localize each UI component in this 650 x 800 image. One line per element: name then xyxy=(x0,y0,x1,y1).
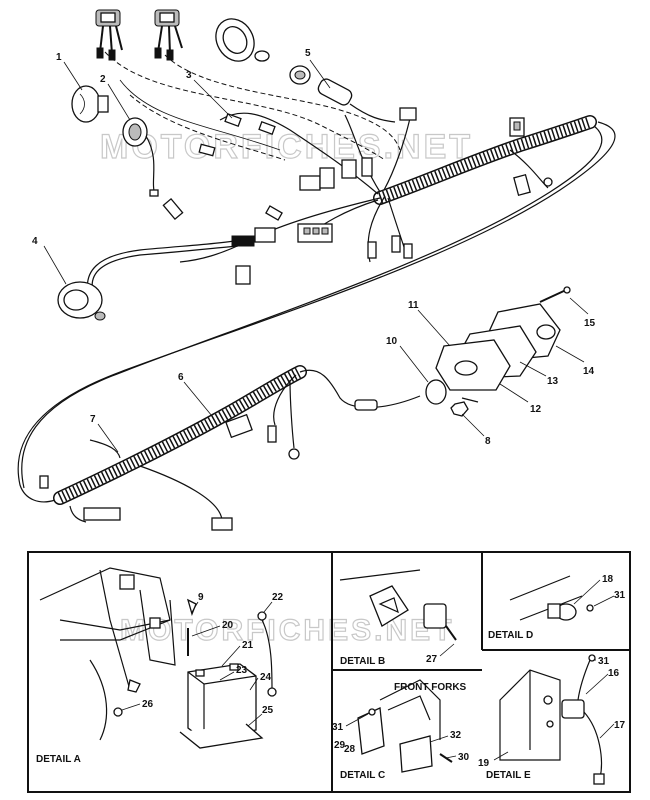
callout-2: 2 xyxy=(100,74,106,85)
detail-e-drawing xyxy=(499,654,605,785)
wire-branch-left xyxy=(179,197,381,263)
detail-c-drawing xyxy=(357,679,453,773)
dashed-wire-b xyxy=(164,54,401,151)
detail-a-drawing xyxy=(39,567,277,749)
callout-17: 17 xyxy=(614,720,626,731)
bulb xyxy=(71,85,109,123)
detail-b-title: DETAIL B xyxy=(340,656,385,667)
callout-19: 19 xyxy=(478,758,490,769)
callout-23: 23 xyxy=(236,665,248,676)
callout-22: 22 xyxy=(272,592,284,603)
callout-30: 30 xyxy=(458,752,470,763)
callout-31: 31 xyxy=(332,722,344,733)
callout-6: 6 xyxy=(178,372,184,383)
callout-25: 25 xyxy=(262,705,274,716)
callout-20: 20 xyxy=(222,620,234,631)
harness-connectors xyxy=(162,107,417,285)
callout-12: 12 xyxy=(530,404,542,415)
switch-connector-right xyxy=(154,9,183,61)
callout-32: 32 xyxy=(450,730,462,741)
callout-26: 26 xyxy=(142,699,154,710)
watermark-top: MOTORFICHES.NET xyxy=(100,128,473,166)
callout-3: 3 xyxy=(186,70,192,81)
callout-8: 8 xyxy=(485,436,491,447)
callout-27: 27 xyxy=(426,654,438,665)
callout-11: 11 xyxy=(408,300,419,311)
detail-b-drawing xyxy=(339,569,457,641)
upper-callouts: 1 2 3 4 5 6 7 8 10 11 12 13 14 15 xyxy=(32,48,596,453)
callout-10: 10 xyxy=(386,336,398,347)
detail-c-title: DETAIL C xyxy=(340,770,385,781)
detail-a-title: DETAIL A xyxy=(36,754,81,765)
callout-21: 21 xyxy=(242,640,254,651)
callout-16: 16 xyxy=(608,668,620,679)
lamp-housing-group xyxy=(425,286,571,417)
harness-loop-wire-2 xyxy=(21,125,603,489)
callout-31-detail-e: 31 xyxy=(598,656,610,667)
detail-panels: 9 20 21 22 23 24 25 26 27 28 29 30 31 32… xyxy=(27,551,631,793)
callout-13: 13 xyxy=(547,376,559,387)
switch-connector-left xyxy=(95,9,123,61)
upper-harness xyxy=(17,9,616,503)
detail-frame xyxy=(27,551,631,793)
handlebar-switch xyxy=(57,239,241,321)
callout-1: 1 xyxy=(56,52,62,63)
callout-28: 28 xyxy=(344,744,356,755)
callout-31-detail-d: 31 xyxy=(614,590,626,601)
dashed-wire-a xyxy=(104,51,386,161)
callout-5: 5 xyxy=(305,48,311,59)
detail-d-title: DETAIL D xyxy=(488,630,533,641)
meter-bezel xyxy=(215,18,311,85)
detail-e-title: DETAIL E xyxy=(486,770,531,781)
detail-d-drawing xyxy=(509,575,594,621)
right-connectors xyxy=(509,117,553,197)
harness-loop-wire xyxy=(17,121,616,503)
callout-7: 7 xyxy=(90,414,96,425)
lower-harness xyxy=(39,365,421,531)
callout-24: 24 xyxy=(260,672,272,683)
callout-15: 15 xyxy=(584,318,596,329)
callout-14: 14 xyxy=(583,366,595,377)
callout-29: 29 xyxy=(334,740,346,751)
callout-4: 4 xyxy=(32,236,38,247)
bulb-socket xyxy=(122,117,159,197)
lamp-socket-5 xyxy=(317,78,396,123)
front-forks-label: FRONT FORKS xyxy=(394,682,467,693)
callout-9: 9 xyxy=(198,592,204,603)
callout-18: 18 xyxy=(602,574,614,585)
watermark-bottom: MOTORFICHES.NET xyxy=(120,614,454,647)
